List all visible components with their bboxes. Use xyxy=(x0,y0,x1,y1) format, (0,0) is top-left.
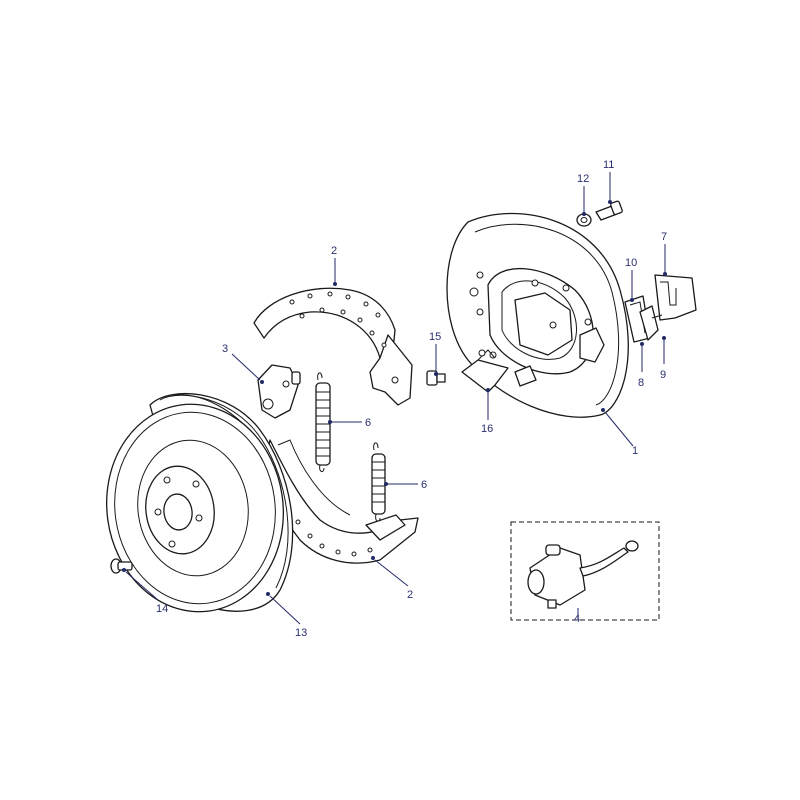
callout-15: 15 xyxy=(429,331,441,343)
callout-13: 13 xyxy=(295,627,307,639)
brake-drum xyxy=(106,393,294,613)
callout-16: 16 xyxy=(481,423,493,435)
callout-14: 14 xyxy=(156,603,168,615)
anchor-bracket xyxy=(461,349,509,393)
shoe-adjuster xyxy=(257,364,301,419)
callout-8: 8 xyxy=(638,377,644,389)
callout-11: 11 xyxy=(603,159,614,171)
retaining-clips xyxy=(624,274,697,343)
callout-3: 3 xyxy=(222,343,228,355)
callout-2-upper: 2 xyxy=(331,245,337,257)
brake-shoe-upper xyxy=(253,287,413,406)
callout-1: 1 xyxy=(632,445,638,457)
bolt-11 xyxy=(595,200,623,221)
callout-9: 9 xyxy=(660,369,666,381)
callout-7: 7 xyxy=(661,231,667,243)
return-spring-upper xyxy=(315,372,331,473)
callout-10: 10 xyxy=(625,257,637,269)
callout-12: 12 xyxy=(577,173,589,185)
callout-6-upper: 6 xyxy=(365,417,371,429)
backing-plate xyxy=(446,212,629,418)
return-spring-lower xyxy=(371,442,386,522)
inset-box xyxy=(510,521,660,621)
callout-2-lower: 2 xyxy=(407,589,413,601)
callout-4: 4 xyxy=(574,613,580,625)
callout-6-lower: 6 xyxy=(421,479,427,491)
wheel-cylinder xyxy=(527,540,639,609)
leader-lines xyxy=(122,172,667,625)
